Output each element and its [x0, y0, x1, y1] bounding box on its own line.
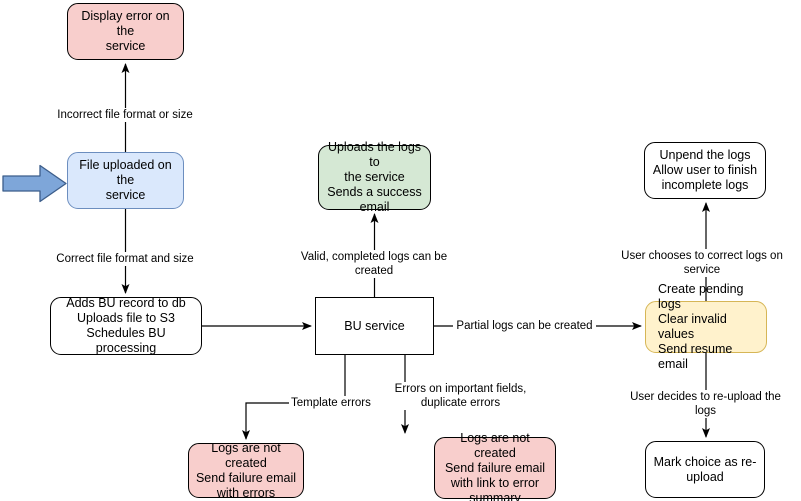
node-mark-choice-as-reupload[interactable]: Mark choice as re- upload: [645, 441, 765, 498]
node-uploads-logs-success[interactable]: Uploads the logs to the service Sends a …: [318, 140, 431, 214]
node-label: File uploaded on the service: [79, 158, 172, 202]
edge-label-valid-completed-logs: Valid, completed logs can be created: [281, 250, 467, 278]
node-label: Display error on the service: [81, 9, 170, 53]
node-label: Uploads the logs to the service Sends a …: [327, 140, 422, 214]
edge-label-template-errors: Template errors: [289, 396, 377, 410]
node-create-pending-logs[interactable]: Create pending logs Clear invalid values…: [645, 282, 767, 371]
edge-label-partial-logs: Partial logs can be created: [453, 319, 596, 333]
node-bu-service[interactable]: BU service: [315, 297, 434, 355]
node-label: Unpend the logs Allow user to finish inc…: [652, 148, 758, 192]
edge-label-user-decides-reupload: User decides to re-upload the logs: [617, 390, 794, 418]
node-logs-not-created-with-errors[interactable]: Logs are not created Send failure email …: [188, 440, 304, 500]
node-label: Logs are not created Send failure email …: [195, 440, 297, 500]
edge-label-errors-important-fields: Errors on important fields, duplicate er…: [391, 382, 530, 410]
edge-label-user-chooses-correct-logs: User chooses to correct logs on service: [603, 249, 801, 277]
node-label: BU service: [344, 318, 405, 333]
node-label: Adds BU record to db Uploads file to S3 …: [66, 296, 186, 355]
edge-label-incorrect-file-format: Incorrect file format or size: [49, 108, 201, 122]
node-label: Logs are not created Send failure email …: [444, 430, 546, 501]
node-display-error[interactable]: Display error on the service: [67, 3, 184, 60]
node-label: Mark choice as re- upload: [653, 454, 757, 484]
edge-label-correct-file-format: Correct file format and size: [49, 252, 201, 266]
node-unpend-logs[interactable]: Unpend the logs Allow user to finish inc…: [644, 142, 766, 199]
node-logs-not-created-error-summary[interactable]: Logs are not created Send failure email …: [434, 431, 556, 501]
input-block-arrow: [2, 164, 67, 203]
node-label: Create pending logs Clear invalid values…: [658, 282, 744, 371]
node-file-uploaded-on-service[interactable]: File uploaded on the service: [67, 152, 184, 209]
node-adds-bu-record[interactable]: Adds BU record to db Uploads file to S3 …: [50, 296, 202, 355]
